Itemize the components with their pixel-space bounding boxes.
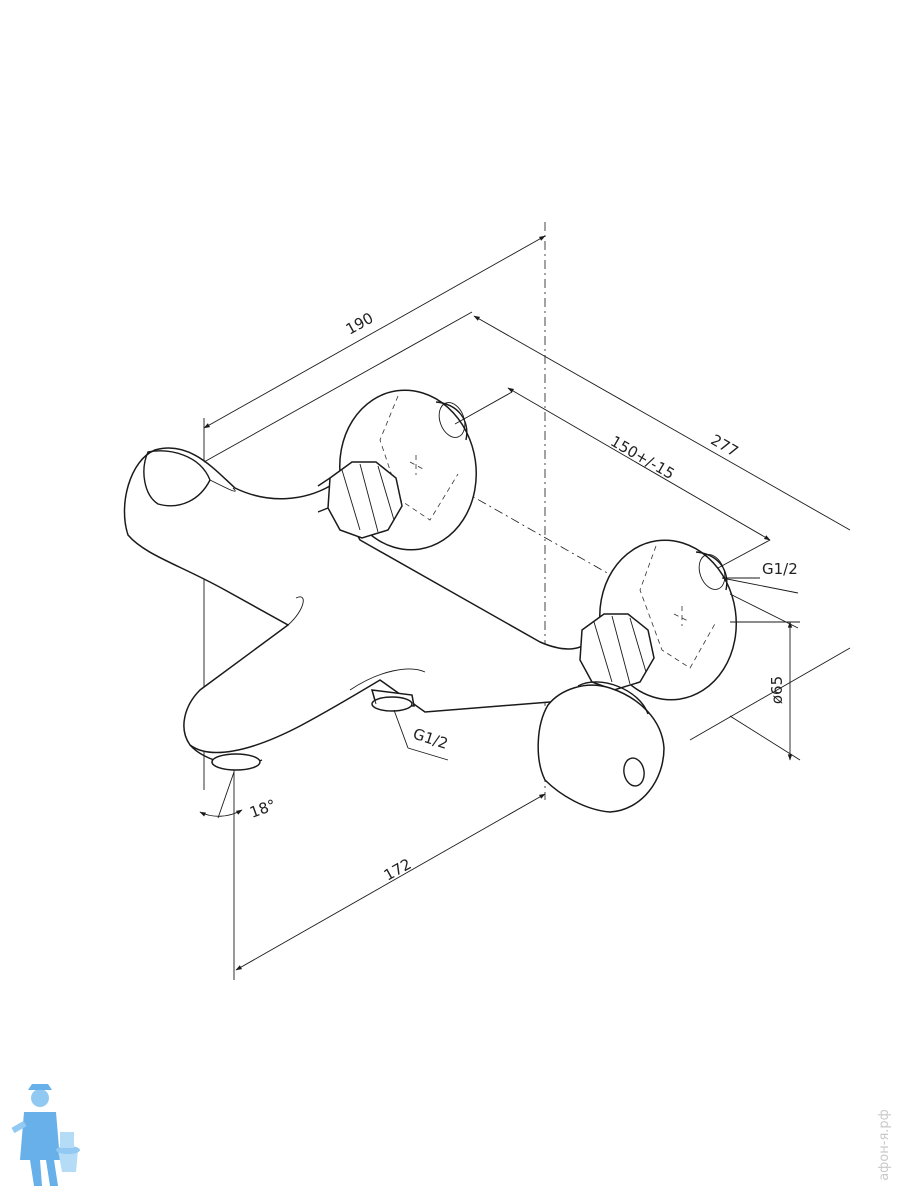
dimension-150: 150+/-15	[454, 387, 771, 569]
right-union-nut	[579, 613, 655, 691]
dimension-150-label: 150+/-15	[607, 432, 677, 483]
dimension-65-label: ø65	[768, 676, 786, 704]
dimension-angle: 18°	[199, 771, 278, 822]
plumber-mascot-icon	[11, 1084, 80, 1186]
dimension-65: ø65	[729, 621, 801, 761]
watermark-text: афон-я.рф	[877, 1109, 892, 1181]
bottom-outlet	[370, 689, 415, 712]
inlet-thread-label: G1/2	[762, 560, 798, 578]
outlet-thread-label: G1/2	[411, 725, 451, 753]
dimension-277-label: 277	[708, 431, 742, 461]
dimension-172: 172	[235, 793, 546, 971]
right-handle	[537, 681, 665, 813]
left-union-nut	[317, 461, 403, 539]
dimension-172-label: 172	[381, 855, 415, 885]
mixer-body	[123, 447, 611, 771]
dimension-outlet-thread: G1/2	[393, 709, 451, 761]
angle-label: 18°	[247, 796, 278, 822]
